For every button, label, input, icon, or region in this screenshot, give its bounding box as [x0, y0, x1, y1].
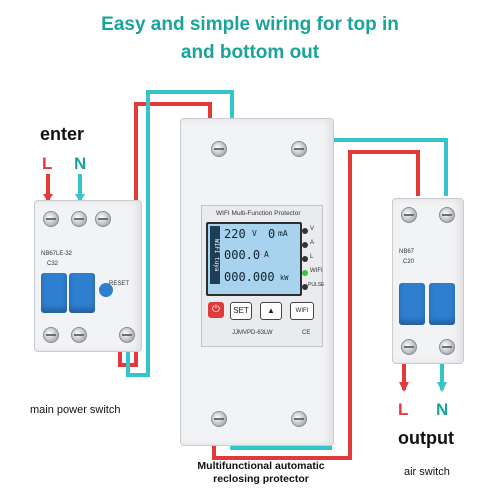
set-button[interactable]: SET	[230, 302, 252, 320]
indicator-label: WIFI	[310, 268, 323, 274]
breaker-model: NB67LE-32	[41, 251, 73, 257]
enter-N-label: N	[74, 154, 87, 173]
screw-icon	[95, 211, 111, 227]
breaker-rating: C32	[47, 261, 59, 267]
wifi-status-led	[302, 270, 308, 276]
current-unit: A	[264, 250, 269, 259]
ce-mark: CE	[302, 330, 311, 336]
output-L-label: L	[398, 400, 409, 419]
enter-N-arrow	[75, 194, 85, 202]
screw-icon	[401, 207, 417, 223]
indicator-label: L	[310, 254, 314, 260]
air-switch-rating: C20	[403, 259, 415, 265]
screw-icon	[291, 411, 307, 427]
indicator-label: V	[310, 226, 315, 232]
indicator-led	[302, 284, 308, 290]
energy-unit: kW	[280, 274, 289, 282]
leak-unit: mA	[278, 229, 288, 238]
main-power-switch-label: main power switch	[30, 404, 121, 416]
air-switch-model: NB67	[399, 249, 415, 255]
indicator-led	[302, 242, 308, 248]
current-value: 000.0	[224, 248, 261, 262]
enter-label: enter	[40, 124, 85, 144]
air-switch-handle-right[interactable]	[429, 283, 455, 325]
air-switch: NB67 C20	[392, 198, 464, 364]
breaker-to-protector-N-wire	[126, 90, 234, 377]
indicator-label: A	[310, 240, 315, 246]
headline-line-2: and bottom out	[180, 42, 320, 63]
air-switch-handle-left[interactable]	[399, 283, 425, 325]
wifi-button[interactable]: WIFI	[290, 302, 314, 320]
test-button[interactable]	[99, 283, 113, 297]
indicator-led	[302, 228, 308, 234]
breaker-handle-left[interactable]	[41, 273, 67, 313]
screw-icon	[439, 207, 455, 223]
leak-value: 0	[268, 227, 276, 241]
wifi-tuya-badge: WIFI tuya	[210, 226, 220, 284]
screw-icon	[211, 411, 227, 427]
enter-L-label: L	[42, 154, 53, 173]
screw-icon	[43, 211, 59, 227]
power-button[interactable]: ⏻	[208, 302, 224, 318]
protector-caption: Multifunctional automatic reclosing prot…	[197, 460, 325, 485]
energy-value: 000.000	[224, 270, 275, 284]
protector-to-switch-L-wire	[212, 150, 420, 460]
output-N-label: N	[436, 400, 449, 419]
screw-icon	[439, 339, 455, 355]
indicator-led	[302, 256, 308, 262]
screw-icon	[43, 327, 59, 343]
up-button[interactable]: ▲	[260, 302, 282, 320]
output-L-arrow	[399, 382, 409, 392]
output-label: output	[398, 428, 454, 448]
output-N-arrow	[437, 382, 447, 392]
control-panel: WIFI Multi-Function Protector WIFI tuya …	[201, 205, 325, 347]
screw-icon	[71, 327, 87, 343]
screw-icon	[71, 211, 87, 227]
breaker-handle-right[interactable]	[69, 273, 95, 313]
wifi-protector: WIFI Multi-Function Protector WIFI tuya …	[180, 118, 334, 446]
screw-icon	[211, 141, 227, 157]
protector-header: WIFI Multi-Function Protector	[216, 210, 301, 217]
model-label: JJMVPD-63LW	[232, 330, 273, 336]
voltage-unit: V	[252, 229, 257, 238]
screw-icon	[119, 327, 135, 343]
headline-line-1: Easy and simple wiring for top in	[101, 14, 399, 35]
voltage-value: 220	[224, 227, 246, 241]
screw-icon	[401, 339, 417, 355]
screw-icon	[291, 141, 307, 157]
enter-L-arrow	[43, 194, 53, 202]
lcd-display: WIFI tuya 220 V 0 mA 000.0 A 000.000 kW	[206, 222, 302, 296]
main-power-switch: NB67LE-32 C32 RESET	[34, 200, 142, 352]
air-switch-label: air switch	[404, 466, 450, 478]
reset-label: RESET	[109, 281, 130, 287]
indicator-label: PULSE	[308, 282, 325, 288]
